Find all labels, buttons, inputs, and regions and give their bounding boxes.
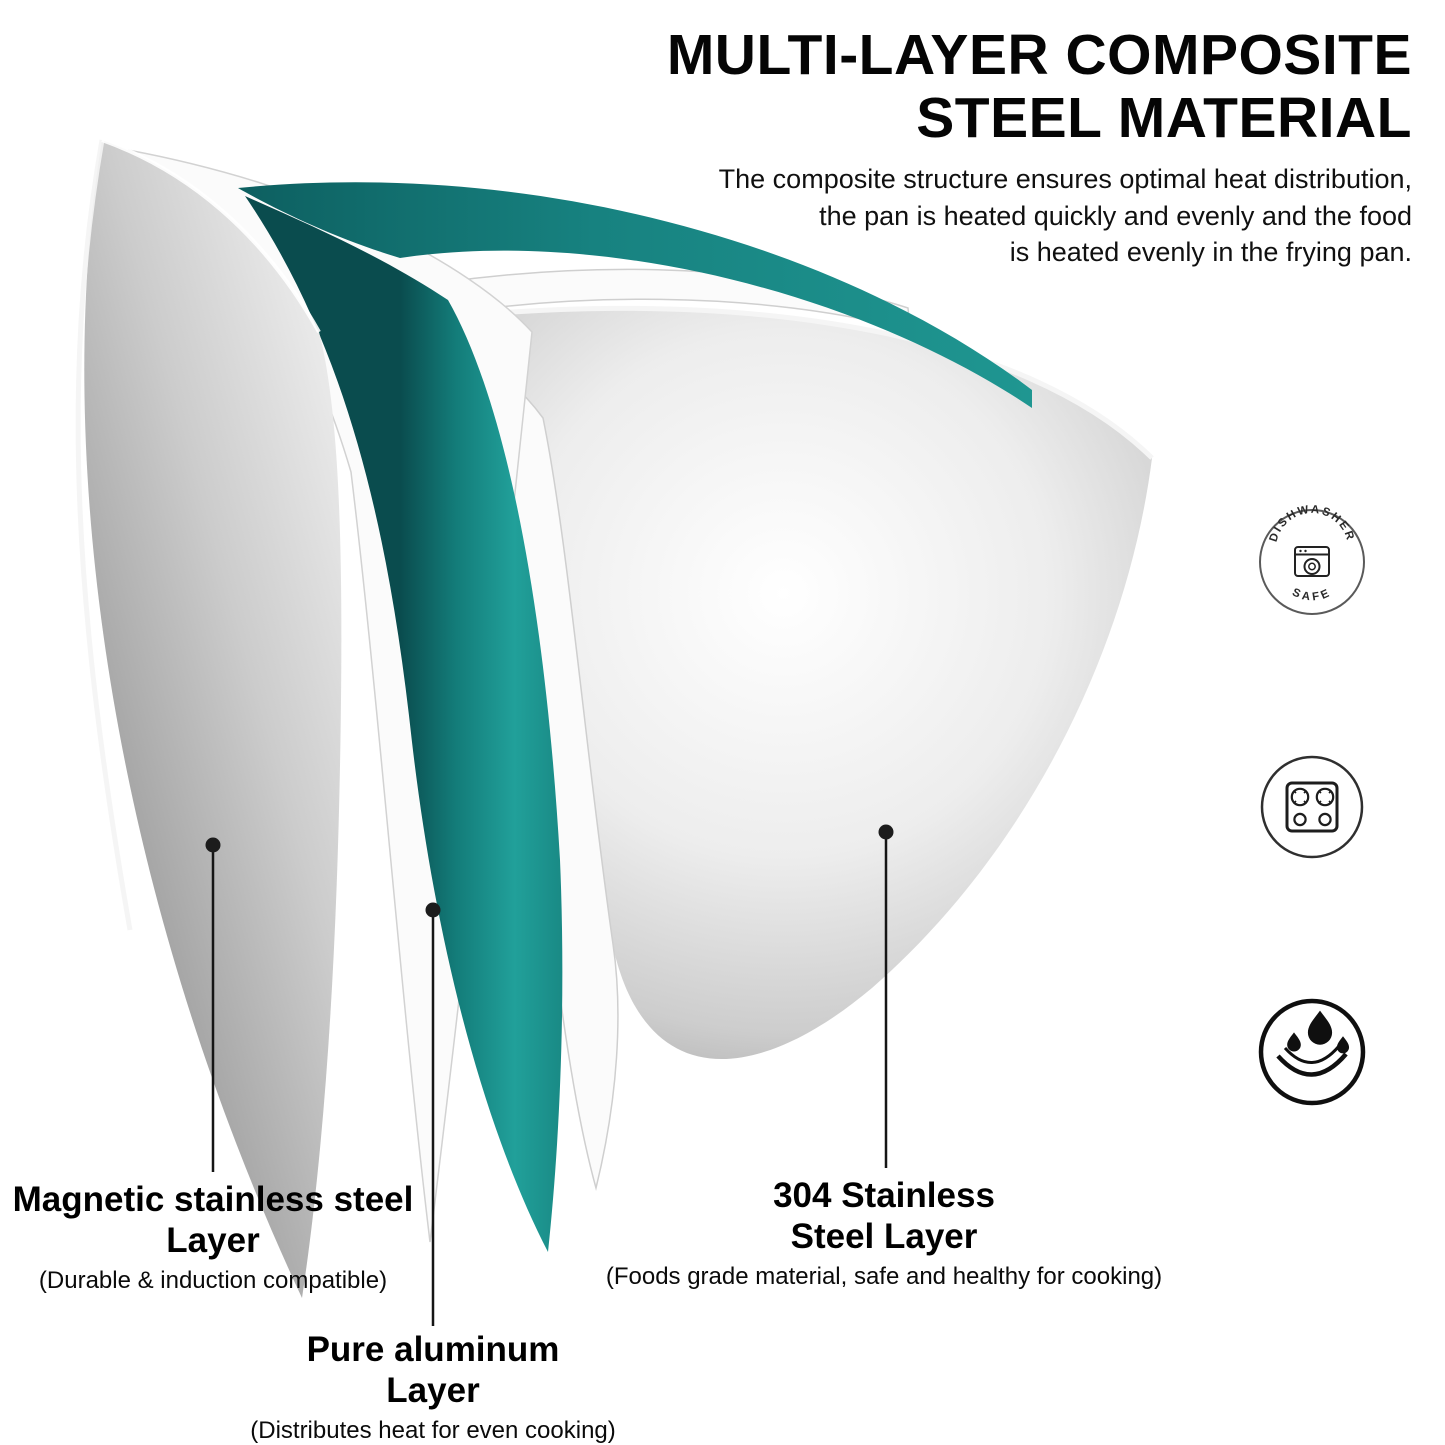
aluminum-dot	[425, 902, 441, 918]
subtitle-line-1: The composite structure ensures optimal …	[718, 164, 1412, 195]
magnetic-steel-layer-shape	[75, 138, 342, 1298]
callout-dots	[205, 824, 894, 918]
dishwasher-icon	[1294, 546, 1330, 577]
steel304-label-line-1: 304 Stainless	[773, 1176, 995, 1215]
water-drops-icon	[1276, 1010, 1350, 1077]
dishwasher-badge-bottom-text: SAFE	[1290, 587, 1333, 604]
page-title: MULTI-LAYER COMPOSITE STEEL MATERIAL	[667, 24, 1412, 149]
steel-304-layer-shape	[384, 305, 1154, 1060]
subtitle: The composite structure ensures optimal …	[667, 161, 1412, 270]
aluminum-label-line-1: Pure aluminum	[306, 1330, 560, 1369]
magnetic-label-line-2: Layer	[166, 1220, 260, 1260]
steel304-label: 304 Stainless Steel Layer	[606, 1176, 1162, 1257]
aluminum-label-line-2: Layer	[386, 1370, 480, 1410]
gas-stove-badge	[1260, 755, 1364, 859]
title-line-2: STEEL MATERIAL	[916, 85, 1412, 150]
dishwasher-safe-badge: DISHWASHER SAFE	[1259, 504, 1365, 615]
aluminum-label: Pure aluminum Layer	[250, 1330, 616, 1411]
gas-stove-icon	[1285, 781, 1339, 833]
callout-lines	[211, 837, 888, 1326]
callout-steel-304: 304 Stainless Steel Layer (Foods grade m…	[606, 1176, 1162, 1291]
magnetic-label-line-1: Magnetic stainless steel	[12, 1180, 414, 1219]
subtitle-line-3: is heated evenly in the frying pan.	[1009, 236, 1412, 267]
callout-magnetic-steel: Magnetic stainless steel Layer (Durable …	[13, 1180, 414, 1295]
aluminum-note: (Distributes heat for even cooking)	[250, 1417, 616, 1445]
water-drops-badge	[1258, 998, 1366, 1106]
magnetic-note: (Durable & induction compatible)	[38, 1267, 388, 1295]
title-line-1: MULTI-LAYER COMPOSITE	[666, 23, 1412, 87]
magnetic-label: Magnetic stainless steel Layer	[13, 1180, 414, 1261]
steel304-note: (Foods grade material, safe and healthy …	[605, 1263, 1163, 1291]
callout-aluminum: Pure aluminum Layer (Distributes heat fo…	[250, 1330, 616, 1445]
steel304-dot	[878, 824, 894, 840]
magnetic-dot	[205, 837, 221, 853]
steel304-label-line-2: Steel Layer	[790, 1216, 978, 1256]
header: MULTI-LAYER COMPOSITE STEEL MATERIAL The…	[667, 24, 1412, 270]
aluminum-layer-shape	[238, 182, 1032, 1252]
subtitle-line-2: the pan is heated quickly and evenly and…	[819, 200, 1412, 231]
